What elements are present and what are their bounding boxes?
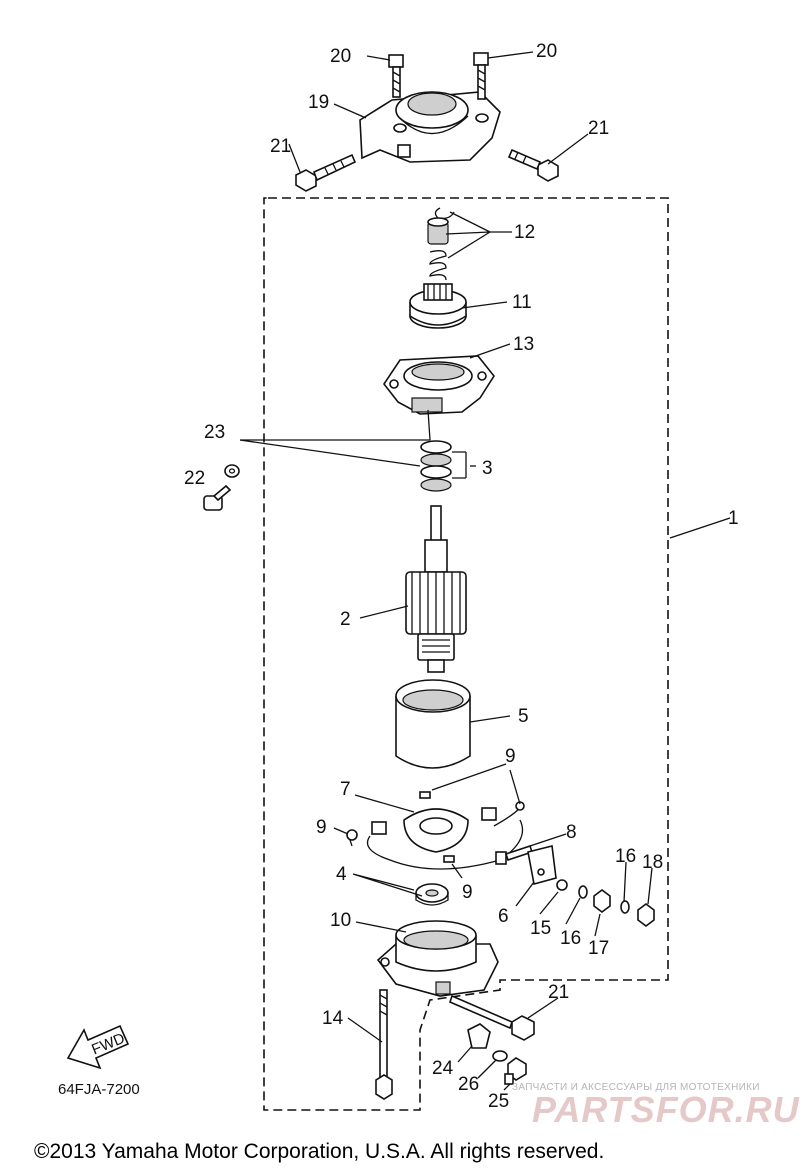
- assembly-boundary: [263, 197, 669, 1111]
- bolt-21-lower: [449, 994, 535, 1041]
- washer-23: [224, 464, 240, 478]
- callout-23: 23: [204, 422, 225, 443]
- washer-16-b: [620, 900, 630, 914]
- callout-8: 8: [566, 822, 577, 843]
- bolt-21-left: [295, 153, 357, 192]
- callout-9-left: 9: [316, 817, 327, 838]
- leader-lines: [239, 51, 731, 1091]
- watermark-brand: PARTSFOR.RU: [532, 1089, 800, 1130]
- callout-labels: 20 20 19 21 21 12 11 13 23 22 3 1 2 5 9 …: [184, 41, 739, 1112]
- copyright-line: ©2013 Yamaha Motor Corporation, U.S.A. A…: [34, 1140, 604, 1163]
- bolt-25: [504, 1057, 527, 1085]
- callout-7: 7: [340, 779, 351, 800]
- callout-2: 2: [340, 609, 351, 630]
- callout-12: 12: [514, 222, 535, 243]
- yoke: [395, 679, 471, 769]
- nut-17: [593, 889, 611, 913]
- callout-14: 14: [322, 1008, 344, 1029]
- callout-24: 24: [432, 1058, 454, 1079]
- callout-17: 17: [588, 938, 609, 959]
- screw-22: [203, 484, 232, 511]
- armature: [405, 505, 467, 673]
- callout-25: 25: [488, 1091, 509, 1112]
- front-bracket: [383, 355, 495, 415]
- bolt-21-right: [507, 148, 559, 182]
- callout-18: 18: [642, 852, 663, 873]
- fwd-label: FWD: [89, 1030, 127, 1059]
- callout-5: 5: [518, 706, 529, 727]
- through-bolt: [375, 989, 393, 1100]
- callout-9-bottom: 9: [462, 882, 473, 903]
- callout-20-right: 20: [536, 41, 557, 62]
- callout-6: 6: [498, 906, 509, 927]
- spacer: [415, 883, 449, 906]
- pinion-gear: [409, 283, 467, 329]
- washer-16-a: [578, 885, 588, 899]
- callout-26: 26: [458, 1074, 479, 1095]
- clip-stopper-spring: [427, 207, 455, 281]
- screw-9-left: [346, 829, 358, 847]
- washer-15: [556, 879, 568, 891]
- bolt-20-right: [473, 52, 489, 100]
- callout-21-right: 21: [588, 118, 609, 139]
- callout-11: 11: [512, 292, 532, 313]
- fwd-arrow-icon: FWD: [66, 1024, 130, 1070]
- callout-19: 19: [308, 92, 329, 113]
- callout-10: 10: [330, 910, 351, 931]
- callout-13: 13: [513, 334, 534, 355]
- washer-26: [492, 1050, 508, 1062]
- watermark-tagline: ЗАПЧАСТИ И АКСЕССУАРЫ ДЛЯ МОТОТЕХНИКИ: [512, 1082, 760, 1093]
- callout-1: 1: [728, 508, 739, 529]
- brush-holder: [366, 791, 524, 870]
- callout-20-left: 20: [330, 46, 351, 67]
- callout-4: 4: [336, 864, 347, 885]
- bracket-part: [359, 91, 501, 163]
- callout-22: 22: [184, 468, 205, 489]
- callout-9-top: 9: [505, 746, 516, 767]
- callout-15: 15: [530, 918, 551, 939]
- diagram-ref-code: 64FJA-7200: [58, 1081, 140, 1098]
- bolt-20-left: [388, 54, 404, 98]
- terminal-plate: [527, 845, 557, 886]
- nut-18: [637, 903, 655, 927]
- cap-24: [467, 1023, 491, 1049]
- callout-3: 3: [482, 458, 493, 479]
- callout-21-lower: 21: [548, 982, 569, 1003]
- washer-stack: [420, 440, 467, 492]
- rear-bracket: [376, 920, 499, 997]
- callout-16-top: 16: [615, 846, 636, 867]
- callout-21-left: 21: [270, 136, 291, 157]
- callout-16-bottom: 16: [560, 928, 581, 949]
